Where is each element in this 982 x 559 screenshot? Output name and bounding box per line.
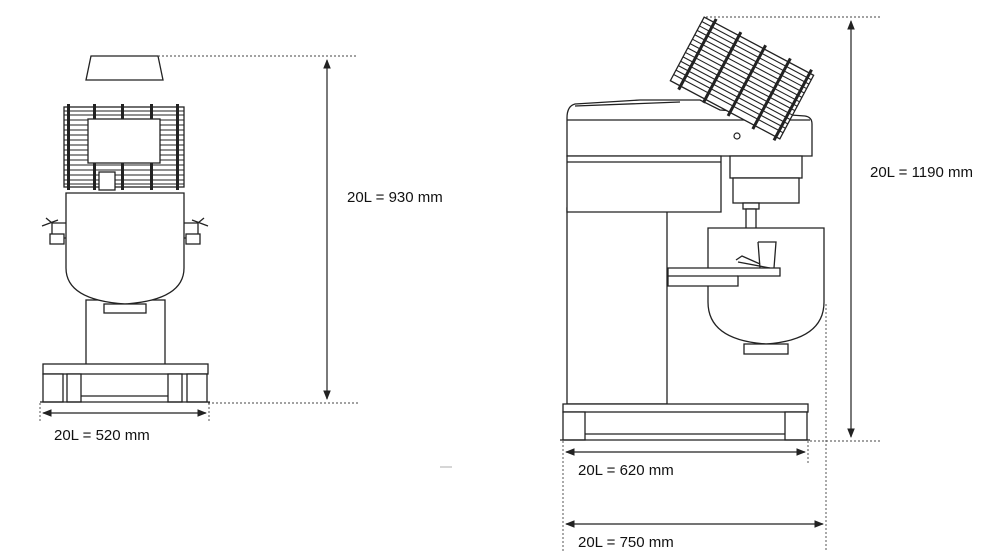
side-column <box>566 207 668 405</box>
front-bowl <box>65 192 185 305</box>
side-gear-housing <box>729 155 803 179</box>
side-total-depth-label: 20L = 750 mm <box>578 534 674 551</box>
side-base-depth-label: 20L = 620 mm <box>578 462 674 479</box>
front-base <box>40 363 210 403</box>
front-height-label: 20L = 930 mm <box>347 189 443 206</box>
side-base <box>560 403 810 441</box>
side-safety-grid <box>669 16 815 142</box>
front-bowl-foot <box>103 303 147 314</box>
front-width-label: 20L = 520 mm <box>54 427 150 444</box>
front-height-dimension <box>158 55 358 404</box>
side-base-depth-dimension <box>562 441 809 551</box>
front-bowl-handles <box>41 217 209 245</box>
side-height-dimension <box>706 16 882 442</box>
front-safety-grid <box>63 104 185 191</box>
side-height-label: 20L = 1190 mm <box>870 164 973 181</box>
side-bowl-foot <box>743 343 789 355</box>
side-grid-hinge <box>733 132 741 140</box>
front-width-dimension <box>39 403 210 422</box>
side-view-mixer <box>560 99 825 441</box>
front-motor-head <box>85 55 164 81</box>
front-view-mixer <box>40 55 210 403</box>
side-total-depth-dimension <box>565 304 827 551</box>
